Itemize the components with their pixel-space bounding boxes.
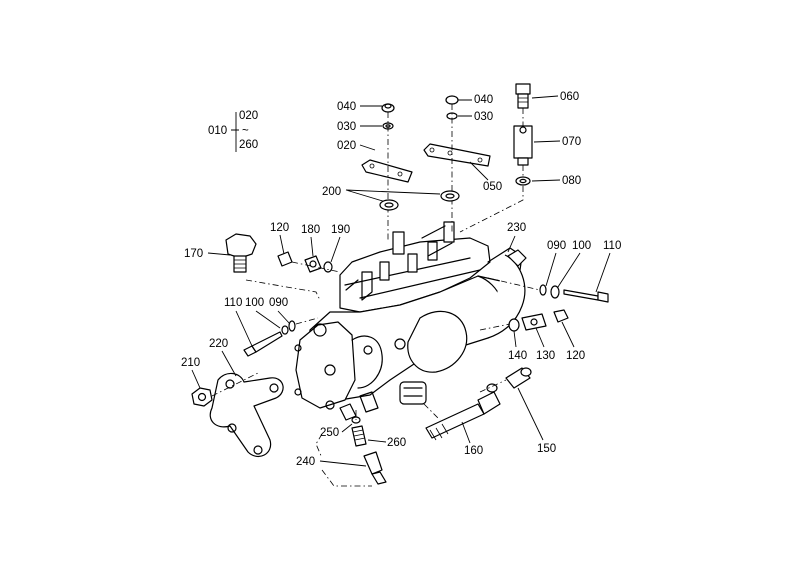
label-070: 070 — [562, 136, 581, 148]
group-fuel-pipes: 160 150 — [423, 367, 556, 457]
label-130: 130 — [536, 350, 555, 362]
label-040-left: 040 — [337, 101, 356, 113]
group-overflow-fitting: 250 260 240 — [296, 410, 406, 487]
label-060: 060 — [560, 91, 579, 103]
label-100-left: 100 — [245, 297, 264, 309]
label-010: 010 — [208, 125, 227, 137]
label-100-right: 100 — [572, 240, 591, 252]
label-150: 150 — [537, 443, 556, 455]
label-030-left: 030 — [337, 121, 356, 133]
group-left-fittings: 120 180 190 170 — [184, 222, 350, 301]
label-190: 190 — [331, 224, 350, 236]
label-170: 170 — [184, 248, 203, 260]
group-left-bolt: 110 100 090 — [224, 297, 319, 357]
label-120-left: 120 — [270, 222, 289, 234]
group-right-bolt: 090 100 110 — [487, 240, 621, 303]
label-040-right: 040 — [474, 94, 493, 106]
group-washers-200: 200 — [322, 186, 460, 211]
label-200: 200 — [322, 186, 341, 198]
label-220: 220 — [209, 338, 228, 350]
label-260-lower: 260 — [387, 437, 406, 449]
label-range-tilde: ~ — [242, 125, 249, 137]
reference-010-bracket: 010 020 ~ 260 — [208, 110, 258, 152]
label-120-right: 120 — [566, 350, 585, 362]
label-030-right: 030 — [474, 111, 493, 123]
label-260-range: 260 — [239, 139, 258, 151]
label-160: 160 — [464, 445, 483, 457]
group-right-plate: 040 030 050 — [423, 94, 502, 232]
label-230: 230 — [507, 222, 526, 234]
label-090-left: 090 — [269, 297, 288, 309]
label-020-left: 020 — [337, 140, 356, 152]
label-180: 180 — [301, 224, 320, 236]
label-140: 140 — [508, 350, 527, 362]
pump-housing — [294, 221, 527, 421]
group-right-fitting: 140 130 120 — [479, 309, 585, 362]
label-210: 210 — [181, 357, 200, 369]
group-delivery-holder: 060 070 080 — [459, 83, 581, 233]
label-020-range: 020 — [239, 110, 258, 122]
label-080: 080 — [562, 175, 581, 187]
group-230: 230 — [507, 222, 526, 253]
label-090-right: 090 — [547, 240, 566, 252]
label-250: 250 — [320, 427, 339, 439]
label-110-right: 110 — [603, 240, 621, 252]
label-240: 240 — [296, 456, 315, 468]
group-left-plate: 040 030 020 — [337, 101, 413, 240]
group-drive-plate: 220 210 — [181, 338, 284, 457]
label-110-left: 110 — [224, 297, 242, 309]
label-050: 050 — [483, 181, 502, 193]
